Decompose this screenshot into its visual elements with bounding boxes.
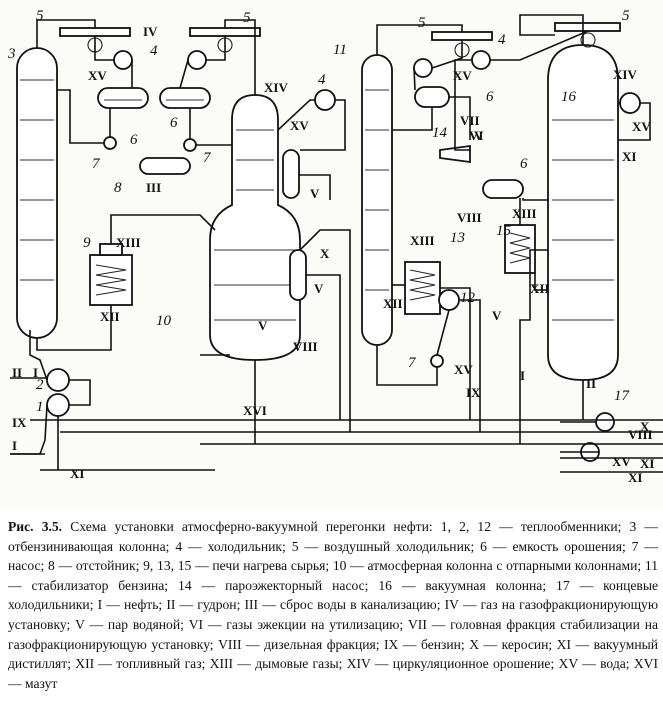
stream-VIII-c: VIII <box>628 427 653 442</box>
stream-II-a: II <box>12 365 22 380</box>
stream-II-b: II <box>586 376 596 391</box>
stream-XI-a: XI <box>70 466 84 481</box>
caption-label: Рис. 3.5. <box>8 519 63 534</box>
label-7b: 7 <box>203 150 212 166</box>
label-6a: 6 <box>130 132 138 148</box>
label-16: 16 <box>561 89 577 105</box>
label-7c: 7 <box>408 355 417 371</box>
stream-XV-f: XV <box>612 454 631 469</box>
label-4c: 4 <box>498 32 506 48</box>
label-8: 8 <box>114 180 122 196</box>
label-7a: 7 <box>92 156 101 172</box>
stream-V-b: V <box>314 281 324 296</box>
label-5d: 5 <box>622 8 630 24</box>
stream-V-c: V <box>258 318 268 333</box>
label-17: 17 <box>614 388 631 404</box>
stream-V-a: V <box>310 186 320 201</box>
label-10: 10 <box>156 313 172 329</box>
stream-I-c: I <box>520 368 525 383</box>
stream-XI-c: XI <box>640 456 654 471</box>
caption-title: Схема установки атмосферно-вакуумной пер… <box>70 519 433 534</box>
stream-XIII-c: XIII <box>512 206 537 221</box>
label-3: 3 <box>7 46 16 62</box>
stream-XV-c: XV <box>453 68 472 83</box>
stream-I-a: I <box>12 438 17 453</box>
label-12: 12 <box>460 290 476 306</box>
stream-XIII-a: XIII <box>116 235 141 250</box>
process-flow-diagram: 1 2 3 4 4 4 5 5 5 5 6 6 6 6 7 7 7 8 9 10… <box>7 8 663 485</box>
stream-VII: VII <box>460 113 480 128</box>
caption-legend: 1, 2, 12 — теплообменники; 3 — отбензини… <box>8 519 659 691</box>
stream-V-e: V <box>474 128 484 143</box>
stream-VIII-b: VIII <box>457 210 482 225</box>
stream-XVI: XVI <box>243 403 267 418</box>
label-9: 9 <box>83 235 91 251</box>
stream-XII-b: XII <box>383 296 403 311</box>
label-6d: 6 <box>520 156 528 172</box>
settler-8 <box>139 157 191 175</box>
piping <box>10 14 663 473</box>
furnaces <box>89 224 536 315</box>
stream-V-d: V <box>492 308 502 323</box>
label-4b: 4 <box>318 72 326 88</box>
stream-IX-b: IX <box>12 415 27 430</box>
label-1: 1 <box>36 399 44 415</box>
label-5a: 5 <box>36 8 44 24</box>
label-2: 2 <box>36 377 44 393</box>
stream-XV-b: XV <box>290 118 309 133</box>
stream-I-b: I <box>33 365 38 380</box>
stream-XV-e: XV <box>454 362 473 377</box>
stream-IX-a: IX <box>466 385 481 400</box>
stream-XIII-b: XIII <box>410 233 435 248</box>
stream-X-a: X <box>320 246 330 261</box>
stream-IV: IV <box>143 24 158 39</box>
stream-labels: I I I II II III IV V V V V V VI VII VIII… <box>12 24 654 485</box>
reflux-drums-6 <box>97 86 524 199</box>
stream-XIV-b: XIV <box>613 67 637 82</box>
stream-VI: VI <box>469 128 483 143</box>
vacuum-column-16 <box>547 44 619 381</box>
label-6c: 6 <box>486 89 494 105</box>
stream-XI-b: XI <box>622 149 636 164</box>
label-14: 14 <box>432 125 448 141</box>
stream-VIII-a: VIII <box>293 339 318 354</box>
heat-exchangers <box>46 50 641 462</box>
stream-XIV-a: XIV <box>264 80 288 95</box>
stream-XII-a: XII <box>100 309 120 324</box>
atmospheric-column-10 <box>209 94 307 361</box>
label-4a: 4 <box>150 43 158 59</box>
label-11: 11 <box>333 42 347 58</box>
equipment-labels: 1 2 3 4 4 4 5 5 5 5 6 6 6 6 7 7 7 8 9 10… <box>7 8 631 415</box>
stream-III: III <box>146 180 161 195</box>
stream-XV-d: XV <box>632 119 651 134</box>
label-13: 13 <box>450 230 465 246</box>
label-5b: 5 <box>243 10 251 26</box>
topping-column-3 <box>16 47 58 339</box>
stream-XV-a: XV <box>88 68 107 83</box>
label-5c: 5 <box>418 15 426 31</box>
label-15: 15 <box>496 223 512 239</box>
figure-caption: Рис. 3.5. Схема установки атмосферно-вак… <box>8 517 658 693</box>
stream-XI-d: XI <box>628 470 642 485</box>
stream-X-b: X <box>640 419 650 434</box>
label-6b: 6 <box>170 115 178 131</box>
stream-XII-c: XII <box>530 281 550 296</box>
